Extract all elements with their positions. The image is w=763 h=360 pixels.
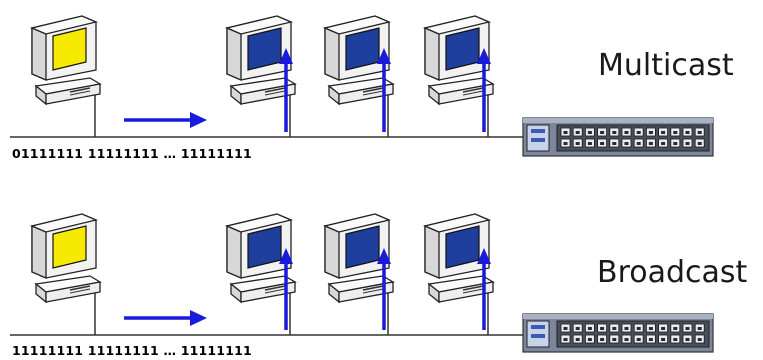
broadcast-panel	[10, 213, 714, 353]
multicast-bit-pattern: 01111111 11111111 … 11111111	[12, 146, 252, 161]
broadcast-label: Broadcast	[597, 255, 748, 290]
network-switch-icon	[522, 117, 714, 157]
receive-arrow-icon	[477, 248, 491, 330]
receive-arrow-icon	[377, 48, 391, 132]
receive-arrow-icon	[377, 248, 391, 330]
sender-computer-icon	[31, 213, 101, 303]
broadcast-bit-pattern: 11111111 11111111 … 11111111	[12, 343, 252, 358]
multicast-label: Multicast	[598, 48, 734, 83]
receive-arrow-icon	[477, 48, 491, 132]
transmit-arrow-icon	[124, 112, 207, 128]
receive-arrow-icon	[279, 248, 293, 330]
network-switch-icon	[522, 313, 714, 353]
multicast-panel	[10, 15, 714, 157]
receive-arrow-icon	[279, 48, 293, 132]
sender-computer-icon	[31, 15, 101, 105]
transmit-arrow-icon	[124, 310, 207, 326]
